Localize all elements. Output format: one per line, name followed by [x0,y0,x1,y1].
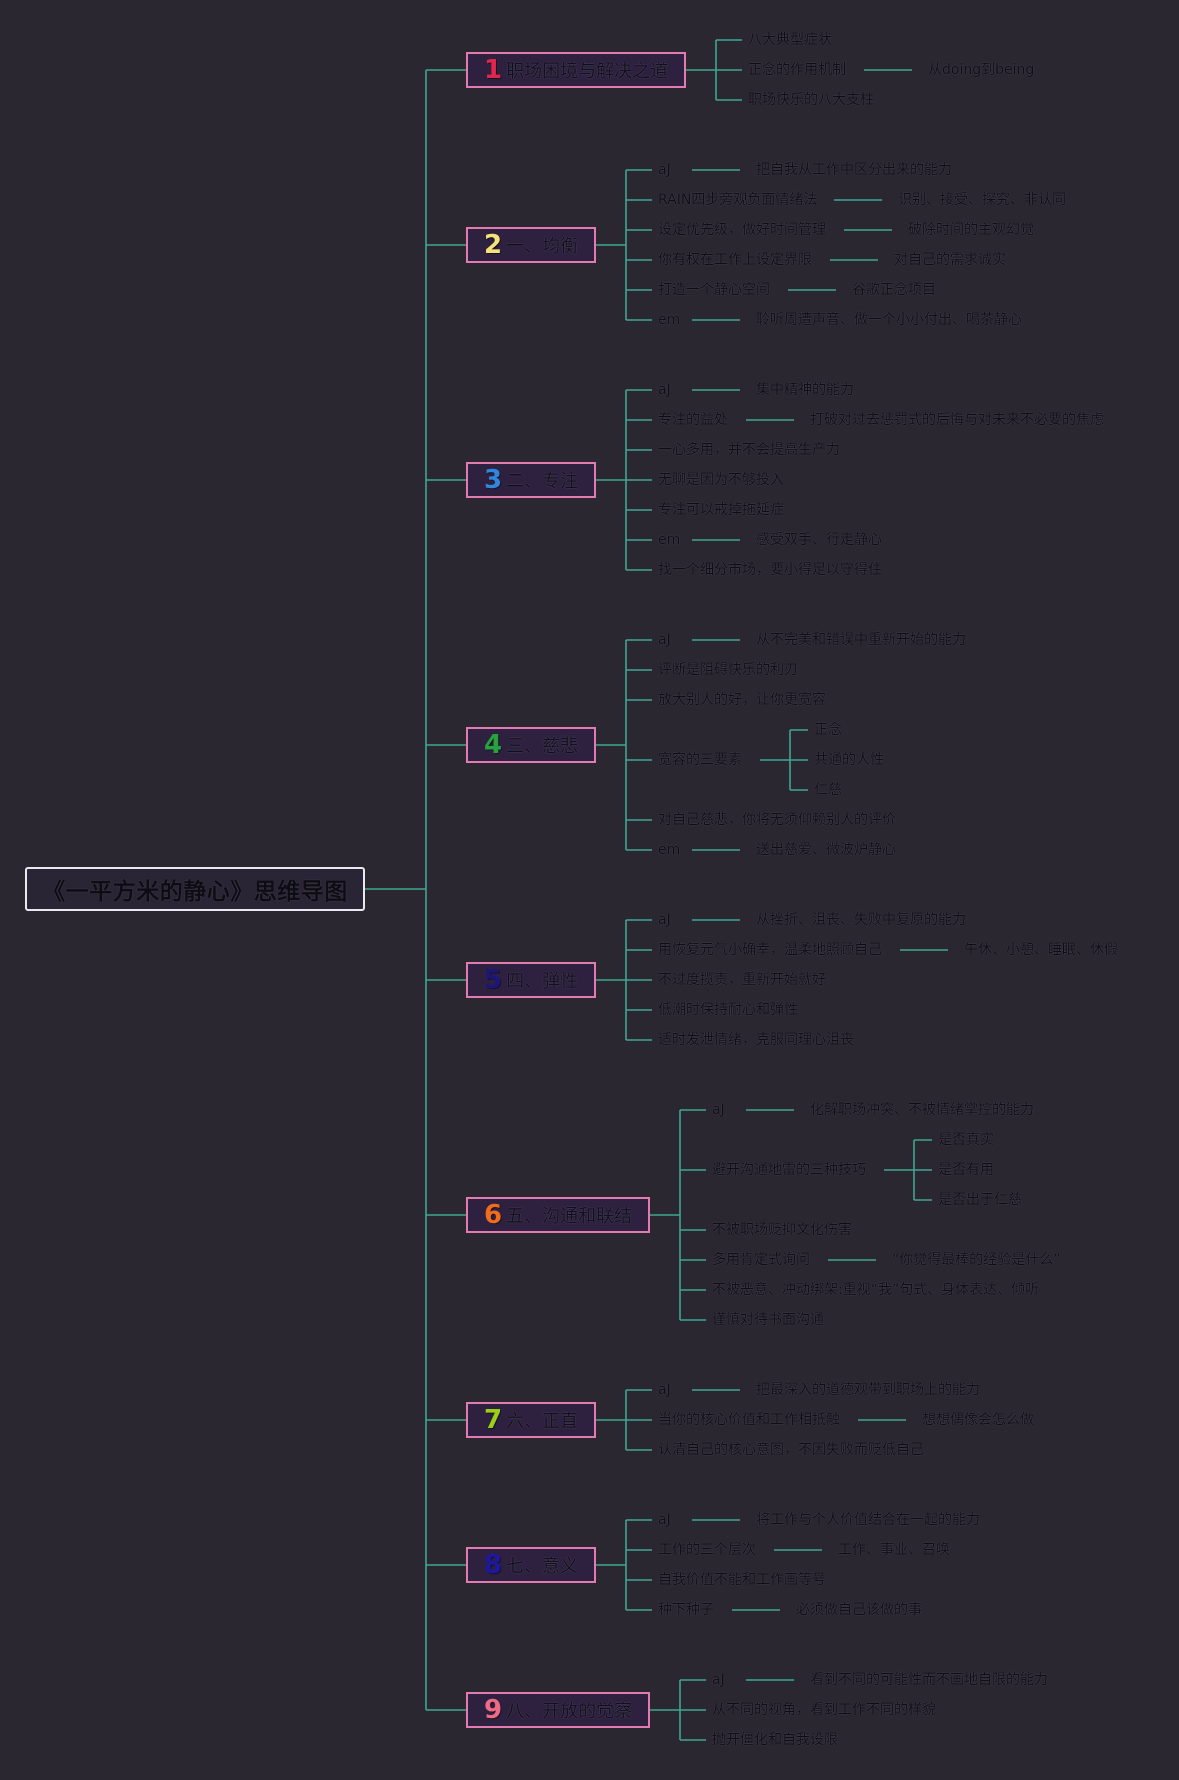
child-topic[interactable]: aJ [658,632,671,648]
detail-topic[interactable]: 工作、事业、召唤 [838,1542,950,1558]
sub-topic[interactable]: 共通的人性 [814,752,884,768]
child-topic[interactable]: 评断是阻碍快乐的利刃 [658,662,798,678]
child-topic[interactable]: 当你的核心价值和工作相抵触 [658,1412,840,1428]
child-topic[interactable]: 无聊是因为不够投入 [658,472,784,488]
detail-topic[interactable]: 从挫折、沮丧、失败中复原的能力 [756,912,966,928]
child-topic[interactable]: 种下种子 [658,1602,714,1618]
detail-topic[interactable]: 感受双手、行走静心 [756,532,882,548]
child-topic[interactable]: aJ [658,912,671,928]
child-topic[interactable]: 找一个细分市场，要小得足以守得住 [658,562,882,578]
branch-label: 一、均衡 [506,236,579,257]
branch-label: 六、正直 [506,1411,579,1432]
child-topic[interactable]: 正念的作用机制 [748,62,846,78]
branch-label: 八、开放的觉察 [506,1701,633,1722]
child-topic[interactable]: aJ [658,1512,671,1528]
branch-label: 职场困境与解决之道 [506,61,669,82]
branch-label: 五、沟通和联结 [506,1206,633,1227]
branch-number: 3 [484,465,503,495]
child-topic[interactable]: 你有权在工作上设定界限 [658,252,812,268]
child-topic[interactable]: 不被职场贬抑文化伤害 [712,1222,852,1238]
branch-number: 8 [484,1550,503,1580]
branch-number: 7 [484,1405,503,1435]
detail-topic[interactable]: 必须做自己该做的事 [796,1602,922,1618]
child-topic[interactable]: 专注可以戒掉拖延症 [658,502,784,518]
root-topic[interactable]: 《一平方米的静心》思维导图 [25,867,365,911]
child-topic[interactable]: em [658,532,681,548]
child-topic[interactable]: 用恢复元气小确幸，温柔地照顾自己 [658,942,882,958]
child-topic[interactable]: 不过度揽责，重新开始就好 [658,972,826,988]
sub-topic[interactable]: 正念 [814,722,842,738]
child-topic[interactable]: 工作的三个层次 [658,1542,756,1558]
branch-label: 七、意义 [506,1556,579,1577]
child-topic[interactable]: 自我价值不能和工作画等号 [658,1572,826,1588]
detail-topic[interactable]: 识别、接受、探究、非认同 [898,192,1066,208]
child-topic[interactable]: aJ [712,1672,725,1688]
branch-label: 二、专注 [506,471,579,492]
child-topic[interactable]: em [658,312,681,328]
detail-topic[interactable]: 集中精神的能力 [756,382,854,398]
child-topic[interactable]: 多用肯定式询问 [712,1252,810,1268]
sub-topic[interactable]: 是否真实 [938,1132,994,1148]
branch-number: 4 [484,730,503,760]
branch-number: 9 [484,1695,503,1725]
detail-topic[interactable]: 送出慈爱、微波炉静心 [756,842,896,858]
child-topic[interactable]: 低潮时保持耐心和弹性 [658,1002,798,1018]
detail-topic[interactable]: 从不完美和错误中重新开始的能力 [756,632,966,648]
child-topic[interactable]: aJ [658,1382,671,1398]
detail-topic[interactable]: 把自我从工作中区分出来的能力 [756,162,952,178]
child-topic[interactable]: 专注的益处 [658,412,728,428]
child-topic[interactable]: RAIN四步旁观负面情绪法 [658,192,818,208]
branch-number: 6 [484,1200,503,1230]
detail-topic[interactable]: 聆听周遭声音、做一个小小付出、喝茶静心 [756,312,1022,328]
detail-topic[interactable]: 破除时间的主观幻觉 [908,222,1034,238]
sub-topic[interactable]: 是否有用 [938,1162,994,1178]
detail-topic[interactable]: 午休、小憩、睡眠、休假 [964,942,1118,958]
child-topic[interactable]: 对自己慈悲，你将无须仰赖别人的评价 [658,812,896,828]
child-topic[interactable]: 打造一个静心空间 [658,282,770,298]
sub-topic[interactable]: 是否出于仁慈 [938,1192,1022,1208]
detail-topic[interactable]: “你觉得最棒的经验是什么” [892,1252,1061,1268]
detail-topic[interactable]: 把最深入的道德观带到职场上的能力 [756,1382,980,1398]
detail-topic[interactable]: 从doing到being [928,62,1035,78]
child-topic[interactable]: 八大典型症状 [748,32,832,48]
child-topic[interactable]: 一心多用，并不会提高生产力 [658,442,840,458]
detail-topic[interactable]: 谷歌正念项目 [852,282,936,298]
detail-topic[interactable]: 对自己的需求诚实 [894,252,1006,268]
sub-topic[interactable]: 仁慈 [814,782,842,798]
child-topic[interactable]: 避开沟通地雷的三种技巧 [712,1162,866,1178]
child-topic[interactable]: 放大别人的好，让你更宽容 [658,692,826,708]
child-topic[interactable]: 职场快乐的八大支柱 [748,92,874,108]
child-topic[interactable]: 认清自己的核心意图，不因失败而贬低自己 [658,1442,924,1458]
child-topic[interactable]: 谨慎对待书面沟通 [712,1312,824,1328]
child-topic[interactable]: 宽容的三要素 [658,752,742,768]
branch-number: 1 [484,55,503,85]
child-topic[interactable]: aJ [712,1102,725,1118]
child-topic[interactable]: aJ [658,382,671,398]
child-topic[interactable]: em [658,842,681,858]
child-topic[interactable]: 不被恶意、冲动绑架:重视“我”句式、身体表达、倾听 [712,1282,1040,1298]
child-topic[interactable]: 设定优先级，做好时间管理 [658,222,826,238]
child-topic[interactable]: 从不同的视角，看到工作不同的样貌 [712,1702,936,1718]
detail-topic[interactable]: 看到不同的可能性而不画地自限的能力 [810,1672,1048,1688]
branch-label: 四、弹性 [506,971,579,992]
branch-number: 5 [484,965,503,995]
detail-topic[interactable]: 打破对过去惩罚式的后悔与对未来不必要的焦虑 [810,412,1104,428]
child-topic[interactable]: aJ [658,162,671,178]
branch-number: 2 [484,230,503,260]
child-topic[interactable]: 抛开僵化和自我设限 [712,1732,838,1748]
detail-topic[interactable]: 化解职场冲突、不被情绪掌控的能力 [810,1102,1034,1118]
branch-label: 三、慈悲 [506,736,579,757]
child-topic[interactable]: 适时发泄情绪，克服同理心沮丧 [658,1032,854,1048]
detail-topic[interactable]: 将工作与个人价值结合在一起的能力 [756,1512,980,1528]
detail-topic[interactable]: 想想偶像会怎么做 [922,1412,1034,1428]
